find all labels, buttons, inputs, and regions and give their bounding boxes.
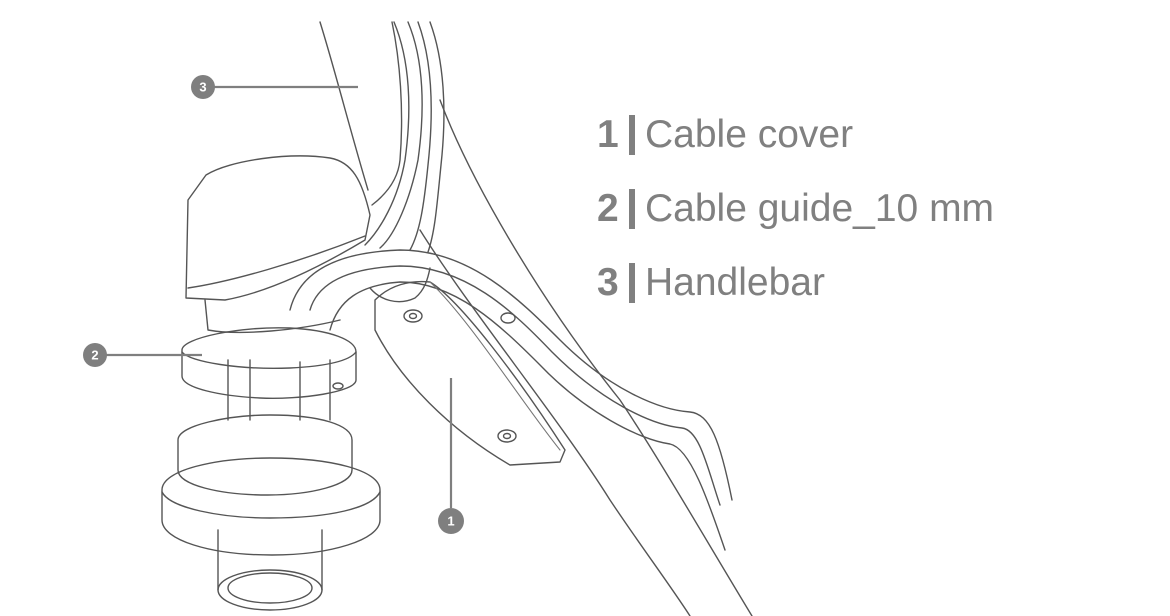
legend-number: 2: [597, 187, 619, 230]
cable-guide-drawing: [181, 327, 357, 421]
legend-separator: [629, 189, 635, 229]
legend-label: Cable cover: [645, 113, 854, 156]
callout-marker-2: 2: [83, 343, 107, 367]
legend-item-cable-cover: 1 Cable cover: [597, 98, 994, 172]
handlebar-drawing: [319, 21, 753, 616]
callout-marker-1: 1: [438, 508, 464, 534]
parts-legend: 1 Cable cover 2 Cable guide_10 mm 3 Hand…: [597, 98, 994, 320]
legend-separator: [629, 263, 635, 303]
legend-label: Handlebar: [645, 261, 825, 304]
legend-item-cable-guide: 2 Cable guide_10 mm: [597, 172, 994, 246]
headset-drawing: [161, 414, 381, 611]
legend-label: Cable guide_10 mm: [645, 187, 995, 230]
stem-drawing: [185, 155, 371, 334]
svg-text:1: 1: [447, 514, 454, 529]
legend-number: 1: [597, 113, 619, 156]
legend-item-handlebar: 3 Handlebar: [597, 246, 994, 320]
cable-cover-drawing: [369, 267, 566, 466]
svg-text:3: 3: [199, 80, 206, 95]
legend-number: 3: [597, 261, 619, 304]
callout-marker-3: 3: [191, 75, 215, 99]
svg-text:2: 2: [91, 348, 98, 363]
cables-drawing: [289, 21, 733, 551]
legend-separator: [629, 115, 635, 155]
